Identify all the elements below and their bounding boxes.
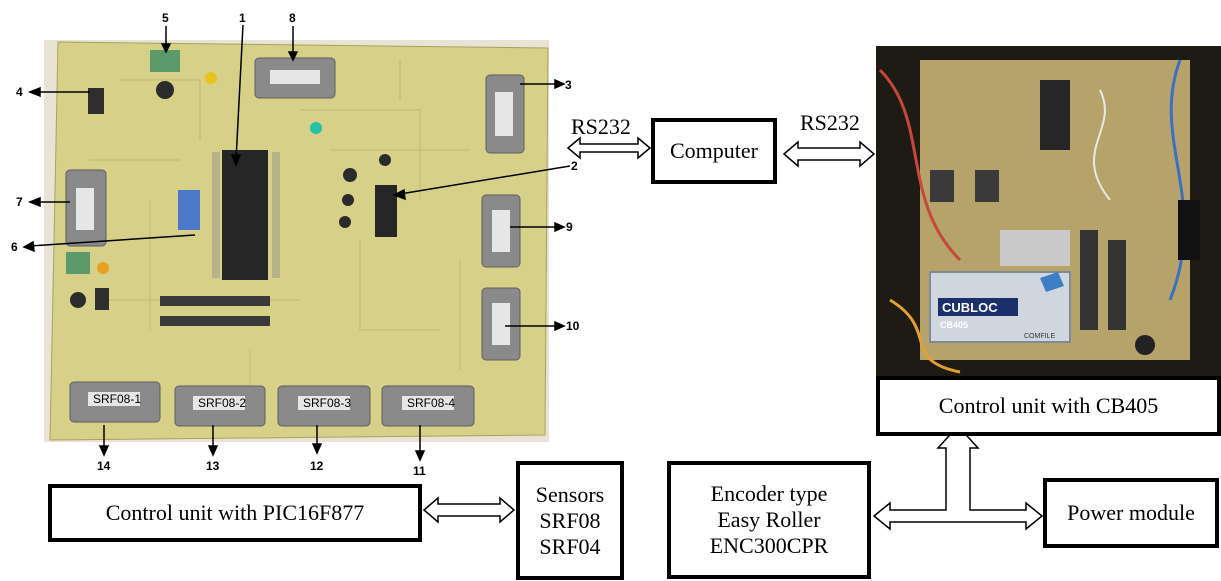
callout-6: 6 (11, 240, 18, 254)
callout-14: 14 (97, 459, 111, 473)
encoder-box: Encoder type Easy Roller ENC300CPR (667, 461, 871, 579)
svg-text:SRF08-4: SRF08-4 (407, 396, 455, 410)
rs232-label-right: RS232 (800, 110, 860, 136)
callout-2: 2 (571, 159, 578, 173)
pcb-board (50, 42, 548, 440)
rs232-label-left: RS232 (571, 114, 631, 140)
cb405-control-unit-box: Control unit with CB405 (876, 376, 1221, 436)
power-module-box: Power module (1043, 478, 1219, 548)
callout-12: 12 (310, 459, 324, 473)
callout-5: 5 (162, 11, 169, 25)
potentiometer (178, 190, 200, 230)
callout-8: 8 (289, 11, 296, 25)
callout-7: 7 (16, 195, 23, 209)
link-pic-sensors (424, 498, 514, 522)
capacitor (343, 168, 357, 182)
callout-3: 3 (565, 78, 572, 92)
link-encoder-cb405-power (874, 426, 1042, 529)
svg-text:COMFILE: COMFILE (1024, 333, 1055, 340)
led-yellow (205, 72, 217, 84)
max232-chip (375, 185, 397, 237)
pic-control-unit-box: Control unit with PIC16F877 (48, 484, 422, 542)
callout-1: 1 (239, 11, 246, 25)
callout-11: 11 (413, 464, 426, 478)
callout-10: 10 (566, 319, 580, 333)
cb405-board-photo: CUBLOC CB405 COMFILE (876, 46, 1221, 376)
power-terminal (150, 50, 180, 72)
pin-header (160, 296, 270, 306)
callout-4: 4 (16, 85, 23, 99)
svg-text:SRF08-2: SRF08-2 (198, 396, 246, 410)
svg-text:SRF08-3: SRF08-3 (303, 396, 351, 410)
link-board-computer (568, 138, 650, 158)
led-green (310, 122, 322, 134)
connector-label-srf08-1: SRF08-1 (93, 392, 141, 406)
computer-box: Computer (651, 118, 777, 184)
pic-microcontroller-chip (222, 150, 268, 280)
callout-9: 9 (566, 220, 573, 234)
voltage-regulator (88, 88, 104, 114)
sensors-box: Sensors SRF08 SRF04 (516, 461, 624, 580)
link-computer-cb405 (784, 142, 874, 166)
svg-text:CUBLOC: CUBLOC (942, 300, 998, 315)
svg-text:CB405: CB405 (940, 320, 968, 330)
callout-13: 13 (206, 459, 220, 473)
